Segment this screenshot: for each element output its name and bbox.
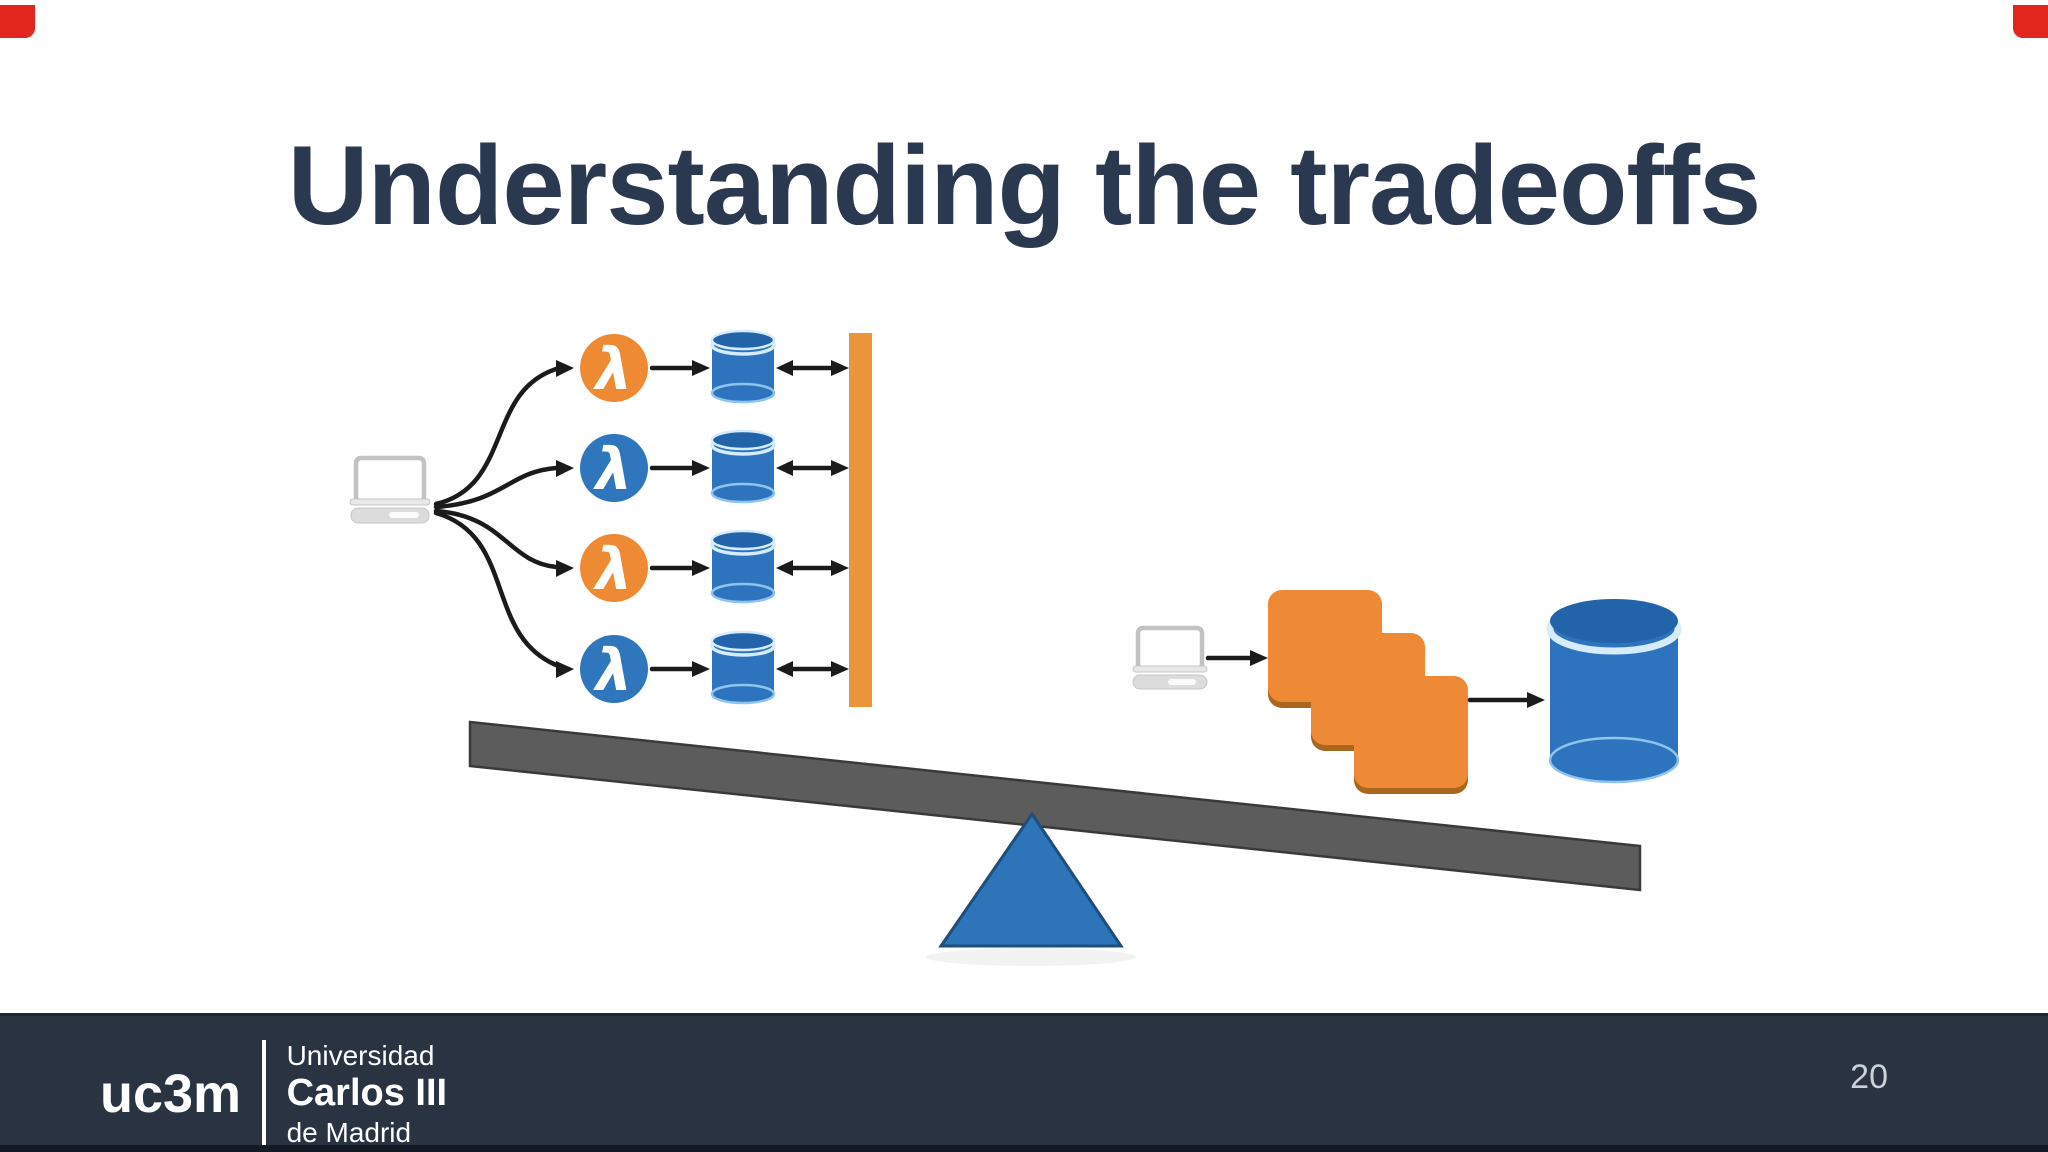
footer-band: uc3m Universidad Carlos III de Madrid 20 bbox=[0, 1013, 2048, 1152]
lambda-function-icon-3: λ bbox=[580, 534, 648, 603]
lambda-glyph: λ bbox=[593, 435, 633, 503]
lambda-function-icon-1: λ bbox=[580, 334, 648, 403]
fan-arrow-1 bbox=[433, 366, 559, 507]
lambda-glyph: λ bbox=[593, 335, 633, 403]
lambda-to-db-arrow-2 bbox=[649, 460, 710, 476]
university-name-line1: Universidad bbox=[286, 1040, 435, 1072]
uc3m-logo: uc3m Universidad Carlos III de Madrid bbox=[100, 1040, 447, 1148]
page-number: 20 bbox=[1850, 1058, 1888, 1096]
bidirectional-arrow-4 bbox=[776, 661, 849, 677]
red-corner-marker-left bbox=[0, 5, 35, 38]
database-cylinder-icon-4 bbox=[710, 630, 776, 705]
server-instance-stack-icon bbox=[1268, 590, 1468, 794]
fan-arrow-2-head bbox=[556, 460, 574, 477]
university-name-line3: de Madrid bbox=[286, 1116, 412, 1148]
bidirectional-arrow-2 bbox=[776, 460, 849, 476]
logo-divider bbox=[262, 1040, 266, 1148]
seesaw-plank-icon bbox=[468, 720, 1642, 892]
big-database-cylinder-icon bbox=[1546, 599, 1682, 784]
database-cylinder-icon-3 bbox=[710, 529, 776, 604]
lambda-glyph: λ bbox=[593, 636, 633, 704]
lambda-function-icon-4: λ bbox=[580, 635, 648, 704]
lambda-glyph: λ bbox=[593, 535, 633, 603]
uc3m-logo-acronym: uc3m bbox=[100, 1064, 242, 1124]
fan-arrow-4 bbox=[433, 510, 559, 668]
lambda-to-db-arrow-1 bbox=[649, 360, 710, 376]
fan-arrow-3 bbox=[433, 508, 559, 570]
client-laptop-icon-right bbox=[1132, 625, 1208, 690]
slide-title: Understanding the tradeoffs bbox=[287, 123, 1762, 249]
laptop-to-stack-arrow bbox=[1205, 650, 1268, 666]
university-name-line2: Carlos III bbox=[286, 1072, 448, 1115]
university-name-block: Universidad Carlos III de Madrid bbox=[287, 1039, 448, 1149]
database-cylinder-icon-1 bbox=[710, 329, 776, 404]
lambda-to-db-arrow-4 bbox=[649, 661, 710, 677]
fan-arrow-2 bbox=[433, 465, 559, 510]
fan-arrows bbox=[433, 360, 574, 678]
server-instance-icon-front bbox=[1354, 676, 1468, 794]
lambda-function-icon-2: λ bbox=[580, 434, 648, 503]
shared-resource-bar bbox=[849, 333, 872, 707]
lambda-to-db-arrow-3 bbox=[649, 560, 710, 576]
red-corner-marker-right bbox=[2013, 5, 2048, 38]
stack-to-db-arrow bbox=[1467, 692, 1545, 708]
fan-arrow-1-head bbox=[556, 360, 574, 377]
fan-arrow-3-head bbox=[556, 560, 574, 577]
database-cylinder-icon-2 bbox=[710, 429, 776, 504]
bidirectional-arrow-1 bbox=[776, 360, 849, 376]
footer-bottom-strip bbox=[0, 1145, 2048, 1152]
fulcrum-shadow bbox=[926, 948, 1136, 966]
fan-arrow-4-head bbox=[556, 661, 574, 678]
client-laptop-icon bbox=[349, 455, 431, 524]
seesaw-fulcrum-icon bbox=[938, 811, 1124, 948]
bidirectional-arrow-3 bbox=[776, 560, 849, 576]
